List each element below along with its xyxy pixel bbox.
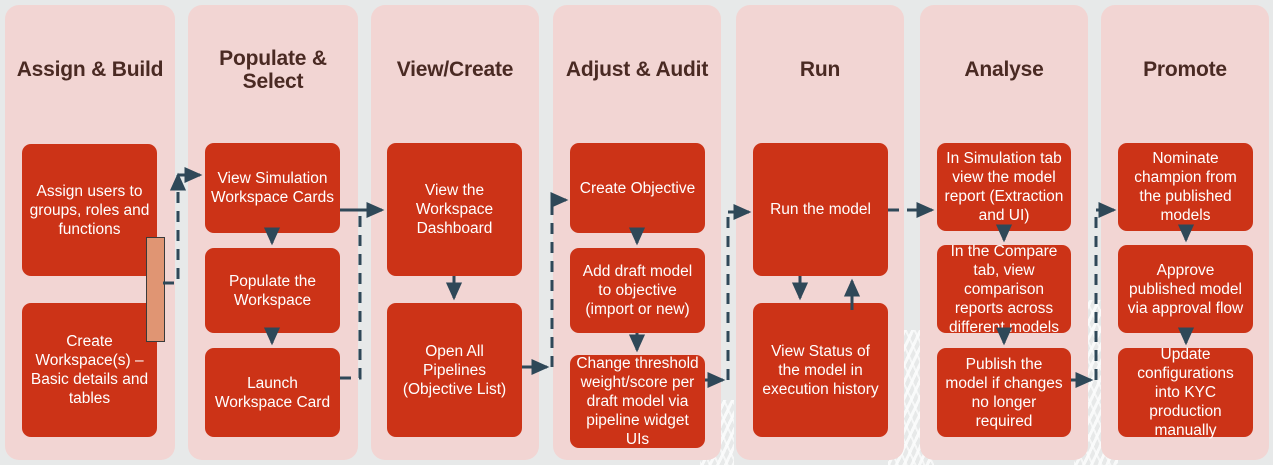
node-label: In Simulation tab view the model report … (944, 150, 1064, 224)
node-view-status-execution-history[interactable]: View Status of the model in execution hi… (753, 303, 888, 437)
node-label: Launch Workspace Card (214, 374, 331, 411)
node-label: Assign users to groups, roles and functi… (29, 182, 150, 238)
node-assign-users[interactable]: Assign users to groups, roles and functi… (22, 144, 157, 276)
node-change-threshold-weight[interactable]: Change threshold weight/score per draft … (570, 355, 705, 448)
node-simulation-tab-model-report[interactable]: In Simulation tab view the model report … (937, 143, 1071, 231)
node-view-workspace-dashboard[interactable]: View the Workspace Dashboard (387, 143, 522, 276)
column-title-analyse: Analyse (964, 58, 1044, 81)
column-title-populate-select: Populate & Select (219, 47, 327, 93)
node-label: Approve published model via approval flo… (1127, 261, 1244, 317)
node-label: Create Objective (579, 179, 696, 197)
node-label: Nominate champion from the published mod… (1134, 150, 1237, 224)
node-label: View the Workspace Dashboard (415, 182, 494, 237)
node-label: Open All Pipelines (Objective List) (402, 342, 507, 398)
node-create-objective[interactable]: Create Objective (570, 143, 705, 233)
node-label: Change threshold weight/score per draft … (576, 355, 699, 448)
node-label: Update configurations into KYC productio… (1137, 346, 1234, 439)
node-populate-the-workspace[interactable]: Populate the Workspace (205, 248, 340, 333)
node-label: Publish the model if changes no longer r… (945, 355, 1063, 430)
node-label: View Simulation Workspace Cards (211, 170, 334, 206)
accent-bar (146, 237, 165, 342)
column-title-adjust-audit: Adjust & Audit (565, 58, 709, 81)
node-open-all-pipelines[interactable]: Open All Pipelines (Objective List) (387, 303, 522, 437)
node-label: View Status of the model in execution hi… (762, 342, 879, 398)
node-create-workspace[interactable]: Create Workspace(s) – Basic details and … (22, 303, 157, 437)
node-label: Populate the Workspace (228, 272, 317, 309)
node-label: Add draft model to objective (import or … (582, 263, 693, 318)
node-label: In the Compare tab, view comparison repo… (949, 242, 1059, 336)
node-launch-workspace-card[interactable]: Launch Workspace Card (205, 348, 340, 437)
node-add-draft-model[interactable]: Add draft model to objective (import or … (570, 248, 705, 333)
node-view-simulation-workspace-cards[interactable]: View Simulation Workspace Cards (205, 143, 340, 233)
node-label: Create Workspace(s) – Basic details and … (30, 333, 149, 407)
column-title-view-create: View/Create (396, 58, 514, 81)
column-title-run: Run (799, 58, 841, 81)
node-approve-published-model[interactable]: Approve published model via approval flo… (1118, 245, 1253, 333)
column-title-promote: Promote (1143, 58, 1227, 81)
node-label: Run the model (770, 201, 871, 218)
node-run-the-model[interactable]: Run the model (753, 143, 888, 276)
column-title-assign-build: Assign & Build (16, 58, 164, 81)
node-nominate-champion[interactable]: Nominate champion from the published mod… (1118, 143, 1253, 231)
node-publish-the-model[interactable]: Publish the model if changes no longer r… (937, 348, 1071, 437)
node-update-configurations-kyc[interactable]: Update configurations into KYC productio… (1118, 346, 1253, 439)
node-compare-tab-comparison-reports[interactable]: In the Compare tab, view comparison repo… (937, 243, 1071, 336)
